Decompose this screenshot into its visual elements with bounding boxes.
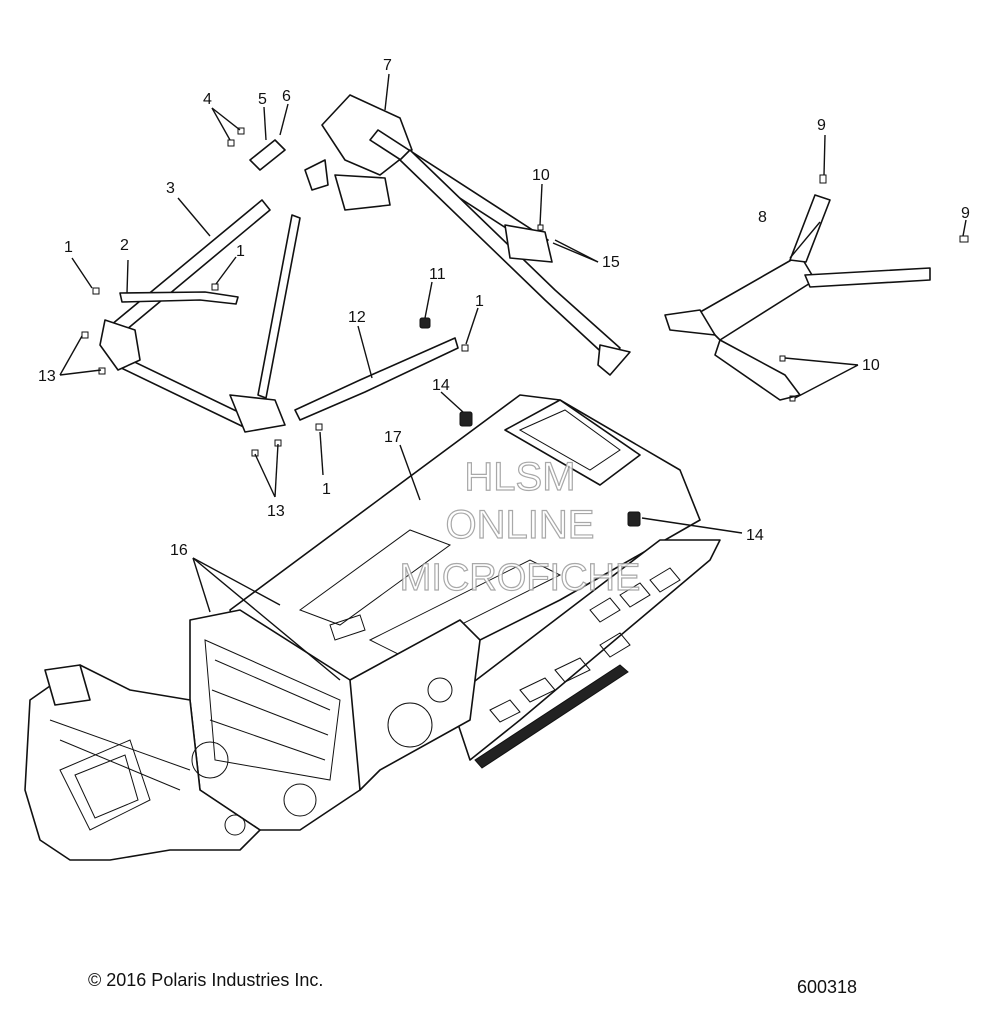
diagram-number: 600318 <box>797 977 857 997</box>
callout-9-top: 9 <box>817 117 826 134</box>
callout-10-right: 10 <box>862 357 880 374</box>
callout-15: 15 <box>602 254 620 271</box>
tie-rod-12 <box>294 337 459 421</box>
watermark: HLSM ONLINE MICROFICHE <box>399 454 641 599</box>
leader-lines <box>59 73 967 681</box>
callout-14-top: 14 <box>432 377 450 394</box>
steering-post-7 <box>321 94 631 376</box>
strut-3 <box>104 199 271 341</box>
callout-11: 11 <box>429 266 446 283</box>
hardware <box>81 127 969 527</box>
callout-8: 8 <box>758 209 767 226</box>
callout-13-bottom: 13 <box>267 503 285 520</box>
copyright-notice: © 2016 Polaris Industries Inc. <box>88 970 323 990</box>
brace-2 <box>119 291 239 305</box>
callout-1-mid: 1 <box>236 243 245 260</box>
callout-5: 5 <box>258 91 267 108</box>
callout-12: 12 <box>348 309 366 326</box>
callout-2: 2 <box>120 237 129 254</box>
steering-assembly-8 <box>664 194 931 401</box>
callout-14-right: 14 <box>746 527 764 544</box>
callout-16: 16 <box>170 542 188 559</box>
watermark-line-2: ONLINE <box>446 503 595 547</box>
callout-9-right: 9 <box>961 205 970 222</box>
chassis-tunnel <box>24 394 721 861</box>
callout-6: 6 <box>282 88 291 105</box>
callout-10-top: 10 <box>532 167 550 184</box>
callout-3: 3 <box>166 180 175 197</box>
callout-7: 7 <box>383 57 392 74</box>
lower-bar <box>114 354 256 431</box>
running-board-cutouts <box>489 567 681 723</box>
callout-1-right: 1 <box>475 293 484 310</box>
callout-1-top-left: 1 <box>64 239 73 256</box>
callout-4: 4 <box>203 91 212 108</box>
watermark-line-1: HLSM <box>464 455 575 499</box>
callout-13-left: 13 <box>38 368 56 385</box>
callout-1-bottom: 1 <box>322 481 331 498</box>
watermark-line-3: MICROFICHE <box>400 557 641 599</box>
strut-rear <box>257 214 301 399</box>
callout-labels: 1 2 1 1 1 3 4 5 6 7 8 9 9 10 10 11 12 13… <box>38 57 970 559</box>
callout-17: 17 <box>384 429 402 446</box>
